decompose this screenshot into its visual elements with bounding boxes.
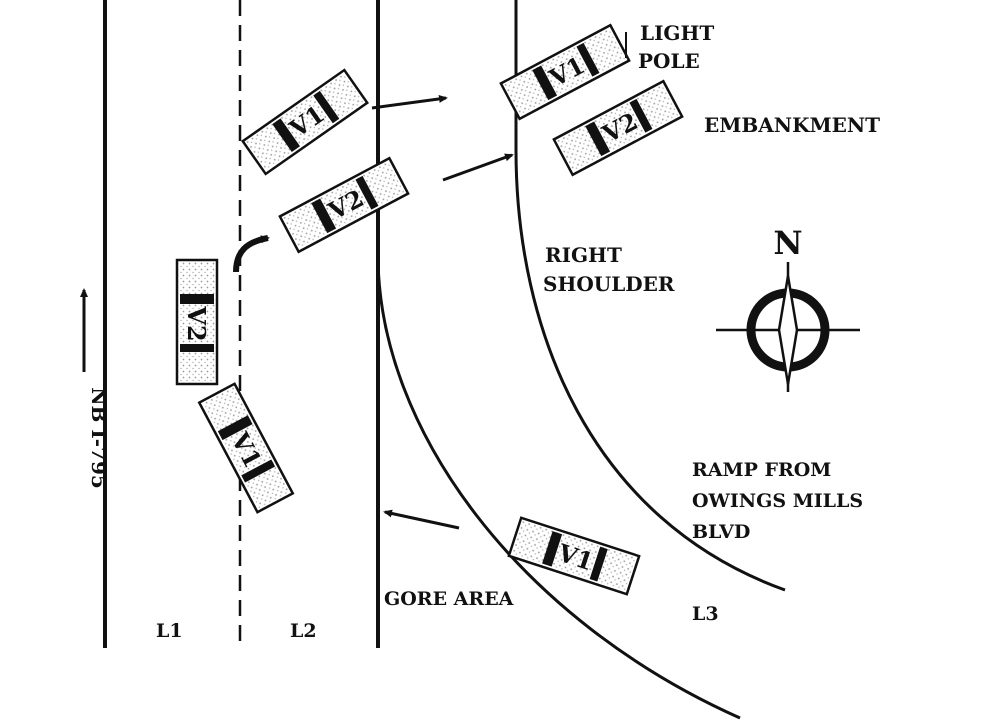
direction-label: NB I-795 [87, 387, 111, 489]
vehicle-body [278, 156, 410, 254]
vehicle-body [241, 68, 369, 176]
compass-north-label: N [773, 224, 802, 262]
windshield [542, 531, 563, 567]
ramp-label: RAMP FROM [692, 459, 831, 481]
gore-area-label: GORE AREA [384, 588, 514, 610]
arrow-to-shoulder [442, 153, 514, 182]
rear-window [313, 90, 340, 124]
windshield [272, 118, 301, 152]
rear-window [576, 42, 600, 77]
ramp-edge-curve [514, 0, 786, 592]
ramp-label-2: OWINGS MILLS [692, 490, 863, 512]
rear-window [355, 175, 379, 210]
rear-window [589, 546, 608, 582]
lane-l3-label: L3 [692, 603, 719, 625]
vehicle-label: V2 [182, 305, 211, 341]
arrow-v2-curve [233, 235, 270, 273]
lane-l2-label: L2 [290, 620, 317, 642]
rear-window [180, 344, 214, 352]
lane-l1-label: L1 [156, 620, 183, 642]
right-shoulder-label: RIGHT [545, 243, 622, 267]
light-pole-label-2: POLE [638, 49, 700, 73]
vehicle-v1-top: V1 [499, 23, 631, 121]
windshield [311, 198, 337, 234]
compass [716, 262, 860, 392]
arrow-v1-from-gore [383, 509, 460, 530]
vehicle-body [175, 258, 219, 386]
embankment-label: EMBANKMENT [704, 113, 880, 137]
vehicle-v1-bottom: V1 [507, 516, 641, 596]
gore-right-curve [376, 0, 741, 720]
vehicle-body [197, 382, 295, 514]
vehicle-v1-left-lower: V1 [197, 382, 295, 514]
vehicle-v2-mid: V2 [278, 156, 410, 254]
windshield [532, 65, 558, 101]
vehicle-body [499, 23, 631, 121]
arrow-gore-to-east [371, 94, 448, 110]
vehicle-v1-left-upper: V1 [241, 68, 369, 176]
vehicle-v1-right: V2 [552, 79, 684, 177]
rear-window [241, 459, 276, 483]
vehicle-body [507, 516, 641, 596]
compass-needle [777, 275, 799, 385]
rear-window [629, 98, 653, 133]
vehicle-v2-left: V2 [175, 258, 219, 386]
light-pole-label: LIGHT [640, 21, 714, 45]
windshield [585, 121, 611, 157]
windshield [217, 415, 253, 441]
right-shoulder-label-2: SHOULDER [543, 272, 675, 296]
windshield [180, 294, 214, 304]
ramp-label-3: BLVD [692, 521, 750, 543]
vehicle-body [552, 79, 684, 177]
